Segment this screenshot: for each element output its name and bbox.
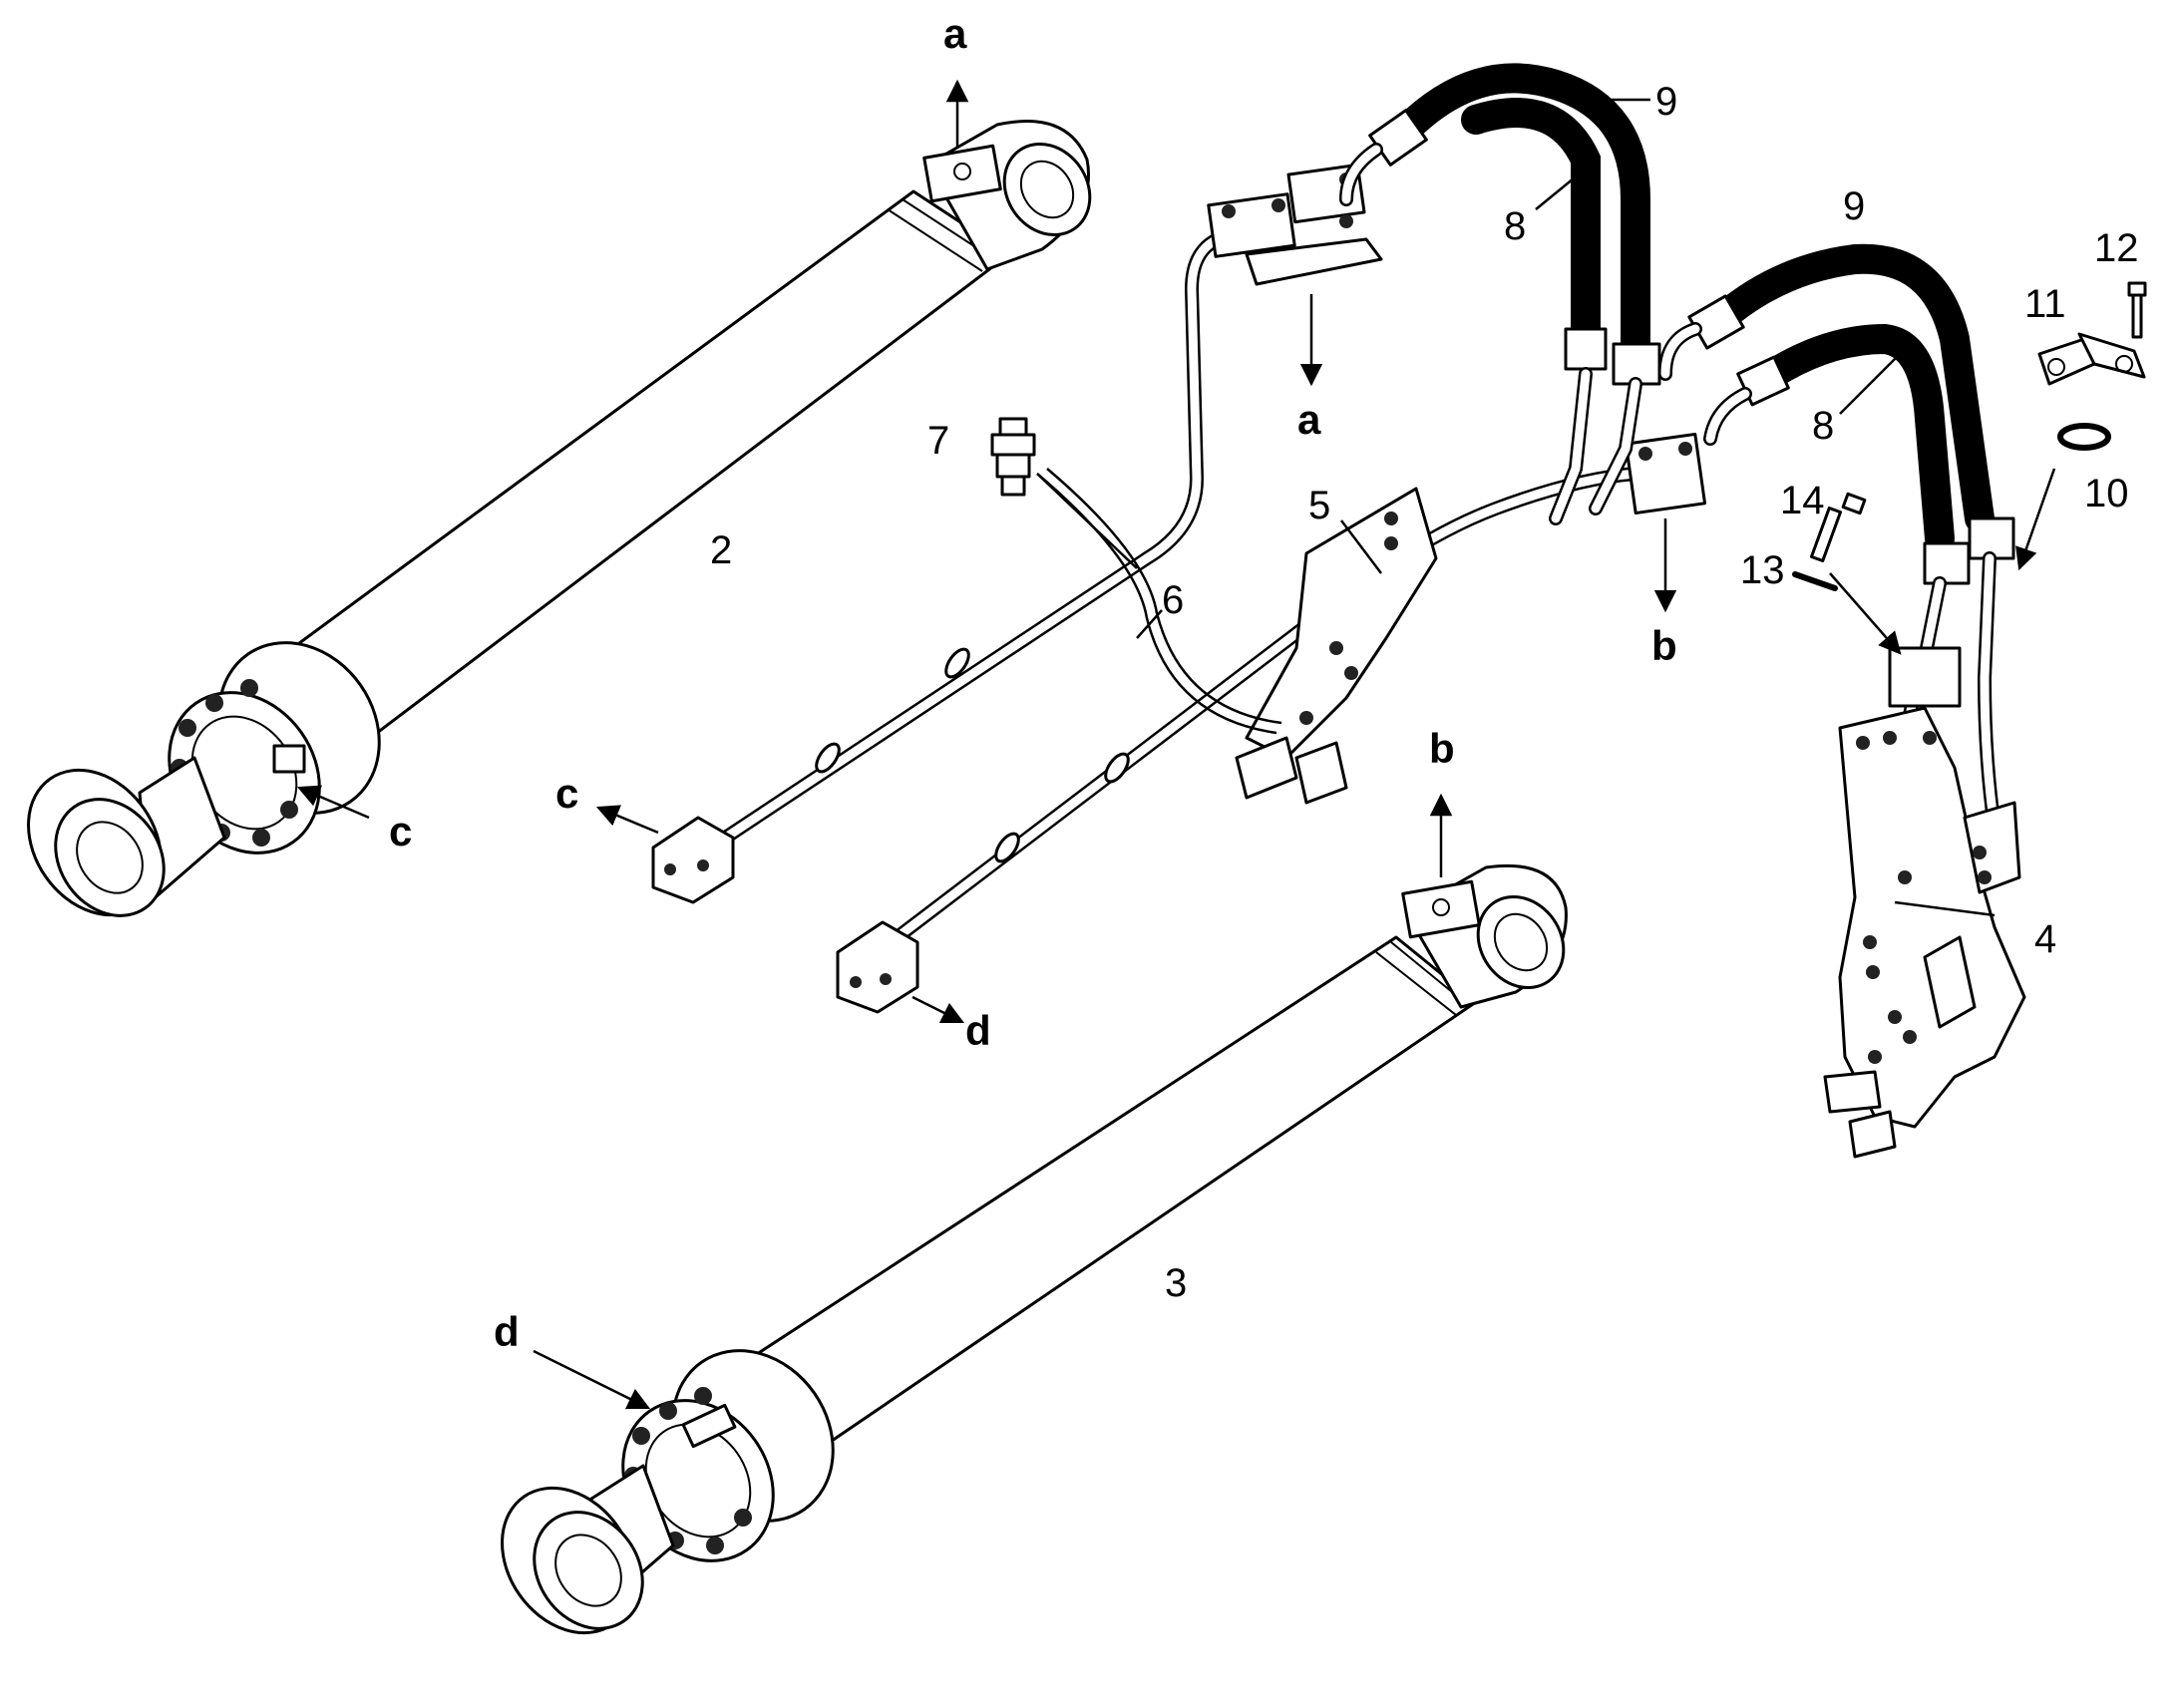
label-c-cyl: c: [389, 808, 412, 854]
cylinder-2: [27, 120, 1092, 917]
label-b-pipe: b: [1651, 622, 1677, 669]
label-d-cyl: d: [494, 1308, 520, 1355]
label-13: 13: [1740, 548, 1785, 592]
label-12: 12: [2094, 226, 2139, 270]
label-8-right: 8: [1812, 404, 1834, 448]
label-11: 11: [2024, 282, 2066, 326]
small-parts: [1792, 281, 2147, 591]
label-14: 14: [1780, 479, 1825, 522]
label-b-cyl: b: [1429, 725, 1455, 772]
leader-lines: [296, 79, 2056, 1410]
label-9-right: 9: [1843, 184, 1865, 228]
cylinder-3: [501, 863, 1568, 1635]
label-a-top: a: [943, 10, 967, 57]
label-9-top: 9: [1655, 80, 1677, 124]
hose-set-right: [1658, 243, 2015, 585]
label-7: 7: [927, 419, 949, 463]
label-6: 6: [1162, 578, 1184, 622]
label-5: 5: [1308, 484, 1330, 527]
label-8-top: 8: [1504, 204, 1526, 248]
labels: 2 3 4 5 6 7 8 8 9 9 10 11 12 13 14 a a b…: [389, 10, 2139, 1355]
manifold-4: [1823, 551, 2026, 1159]
label-2: 2: [710, 528, 732, 572]
hose-set-top: [1339, 63, 1661, 525]
fitting-7: [990, 417, 1036, 497]
label-4: 4: [2034, 917, 2056, 961]
label-d-pipe: d: [965, 1007, 991, 1054]
label-a-mid: a: [1297, 396, 1321, 443]
label-c-pipe: c: [555, 770, 578, 817]
label-3: 3: [1165, 1261, 1187, 1305]
pipe-assembly-5: [651, 163, 1707, 1014]
label-10: 10: [2084, 472, 2129, 515]
